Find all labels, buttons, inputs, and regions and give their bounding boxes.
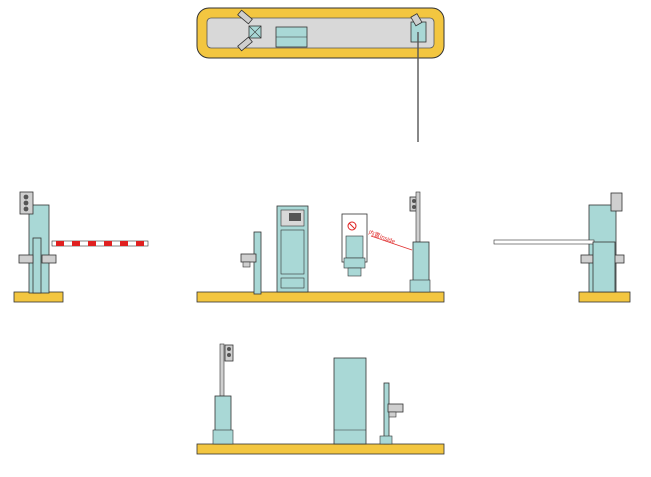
top-view-island-inner [206, 17, 435, 49]
front-base [196, 291, 445, 303]
barrier-arm-icon [51, 240, 149, 247]
front-barrier-post [409, 191, 431, 293]
right-side-view [493, 192, 631, 303]
barrier-arm-icon [493, 239, 595, 245]
left-base [13, 291, 64, 303]
rear-barrier-post [212, 343, 234, 445]
camera-icon [237, 9, 262, 52]
right-base [578, 291, 631, 303]
no-entry-icon [341, 213, 368, 277]
camera-icon [18, 254, 57, 264]
left-side-view [13, 191, 149, 303]
top-view [196, 7, 445, 142]
rear-base [196, 443, 445, 455]
top-view-barrier-head [410, 13, 427, 142]
camera-icon [240, 231, 262, 295]
rear-kiosk [333, 357, 367, 445]
traffic-light-icon [19, 191, 34, 215]
callout-label: 内置Inside [367, 228, 397, 245]
front-view: 内置Inside [196, 191, 445, 303]
rear-view [196, 343, 445, 455]
traffic-light-icon [224, 344, 234, 362]
ticket-kiosk-icon [276, 205, 309, 293]
camera-icon [379, 382, 404, 445]
